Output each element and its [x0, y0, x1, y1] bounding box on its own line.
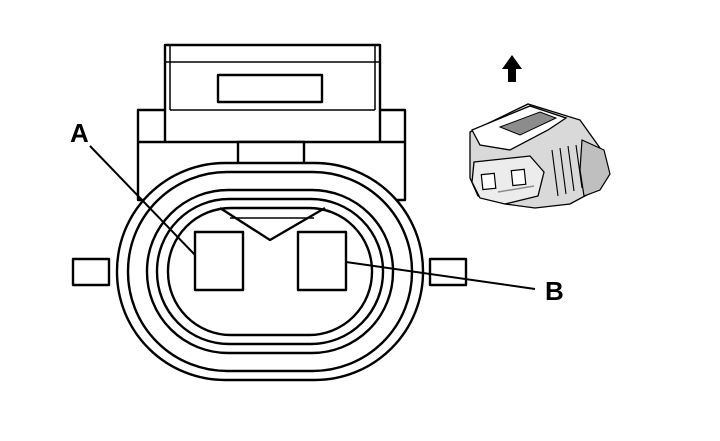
connector-rear-housing [136, 43, 407, 202]
right-side-tab [428, 257, 468, 287]
left-side-tab [71, 257, 111, 287]
arrow-up-icon [502, 55, 522, 82]
connector-face [115, 161, 425, 382]
terminal-cavity-b [296, 230, 348, 292]
leader-line-a [89, 145, 196, 256]
callout-label-b: B [545, 276, 564, 306]
connector-isometric-icon [469, 103, 611, 209]
housing-window [216, 73, 324, 104]
callout-label-a: A [70, 118, 89, 148]
leader-line-b [345, 261, 536, 290]
terminal-cavity-a [193, 230, 245, 292]
